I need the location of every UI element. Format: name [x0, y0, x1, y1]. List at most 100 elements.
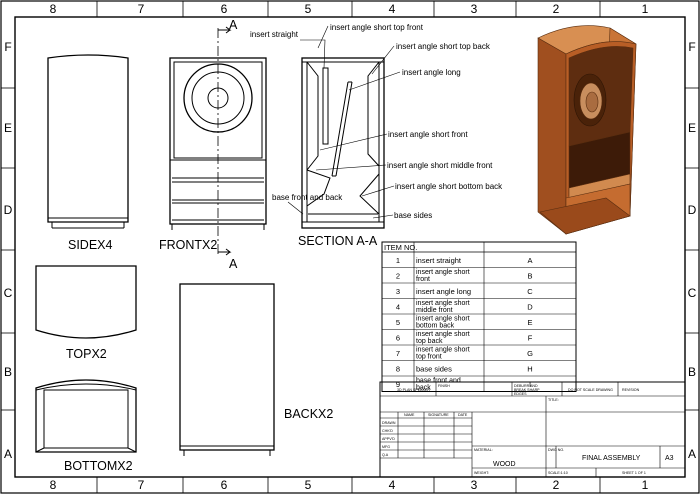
zone-col-3-top: 3: [471, 2, 478, 16]
tb-project: 3D PLAN SPEAKER: [397, 388, 430, 392]
callout-insert-angle-short-front: insert angle short front: [388, 130, 468, 139]
bom-item-code: I: [529, 380, 531, 389]
side-view: [47, 54, 129, 229]
front-view-label: FRONTX2: [159, 238, 217, 252]
tb-role-appvd: APPV'D: [382, 437, 395, 441]
zone-row-C-left: C: [4, 286, 13, 300]
bom-item-desc: top front: [416, 354, 442, 361]
tb-role-mfg: MFG: [382, 445, 390, 449]
zone-col-1-bottom: 1: [642, 478, 649, 492]
bom-item-code: D: [527, 302, 533, 311]
inner-frame: [14, 16, 686, 478]
bom-item-desc: insert angle short: [416, 269, 470, 276]
zone-col-7-top: 7: [138, 2, 145, 16]
bom-header: ITEM NO.: [384, 243, 417, 252]
tb-revision-label: REVISION: [622, 388, 640, 392]
callout-insert-angle-short-top-back: insert angle short top back: [396, 42, 491, 51]
bom-item-no: 8: [396, 364, 400, 373]
top-view-label: TOPX2: [66, 347, 107, 361]
zone-row-A-right: A: [688, 447, 696, 461]
zone-row-B-left: B: [4, 365, 12, 379]
bom-item-desc: base sides: [416, 364, 452, 373]
tb-role-qa: Q.A: [382, 453, 389, 457]
bom-item-desc: bottom back: [416, 323, 455, 330]
bom-item-code: A: [527, 256, 532, 265]
bottom-view: [35, 379, 137, 453]
bom-item-no: 2: [396, 271, 400, 280]
bom-item-code: E: [527, 318, 532, 327]
zone-row-D-right: D: [688, 203, 697, 217]
zone-row-A-left: A: [4, 447, 12, 461]
section-mark-bottom: A: [229, 257, 238, 271]
section-view-label: SECTION A-A: [298, 234, 378, 248]
zone-col-7-bottom: 7: [138, 478, 145, 492]
zone-col-2-top: 2: [553, 2, 560, 16]
zone-row-F-left: F: [4, 40, 11, 54]
tb-sheet: SHEET 1 OF 1: [622, 471, 646, 475]
back-view: [179, 283, 275, 456]
tb-no-scale: DO NOT SCALE DRAWING: [568, 388, 613, 392]
zone-col-5-bottom: 5: [305, 478, 312, 492]
section-mark-top: A: [229, 18, 238, 32]
callout-base-front-and-back: base front and back: [272, 193, 343, 202]
section-view: [301, 57, 385, 229]
zone-row-E-right: E: [688, 121, 696, 135]
tb-deburr-3: EDGES: [514, 392, 527, 396]
bom-item-code: B: [527, 271, 532, 280]
bom-item-code: H: [527, 364, 532, 373]
isometric-view: [537, 25, 637, 235]
tb-drawing-title: FINAL ASSEMBLY: [582, 455, 641, 462]
bom-item-code: F: [528, 333, 533, 342]
tb-role-drawn: DRAWN: [382, 421, 396, 425]
tb-size: A3: [665, 455, 674, 462]
bom-item-desc: insert angle short: [416, 331, 470, 338]
tb-role-chkd: CHK'D: [382, 429, 393, 433]
zone-col-8-top: 8: [50, 2, 57, 16]
top-view: [35, 265, 137, 339]
title-block-text: 3D PLAN SPEAKER FINISH DEBURR AND BREAK …: [382, 384, 674, 475]
bom-item-desc: insert straight: [416, 256, 462, 265]
callout-base-sides: base sides: [394, 211, 432, 220]
bom-item-desc: back: [416, 385, 431, 392]
zone-row-D-left: D: [4, 203, 13, 217]
zone-col-5-top: 5: [305, 2, 312, 16]
zone-row-F-right: F: [688, 40, 695, 54]
tb-material: WOOD: [493, 461, 516, 468]
bom-item-desc: middle front: [416, 307, 453, 314]
zone-col-4-bottom: 4: [389, 478, 396, 492]
back-view-label: BACKX2: [284, 407, 333, 421]
callout-insert-angle-long: insert angle long: [402, 68, 461, 77]
zone-col-4-top: 4: [389, 2, 396, 16]
bom-item-code: C: [527, 287, 533, 296]
zone-col-8-bottom: 8: [50, 478, 57, 492]
section-arrow-top: [218, 26, 232, 34]
bom-item-no: 5: [396, 318, 400, 327]
bom-item-no: 6: [396, 333, 400, 342]
bottom-view-label: BOTTOMX2: [64, 459, 133, 473]
tb-dwg-label: DWG NO.: [548, 448, 564, 452]
tb-col-signature: SIGNATURE: [428, 413, 449, 417]
section-arrow-bottom: [218, 248, 232, 256]
tb-scale: SCALE:1:10: [548, 471, 568, 475]
tb-deburr-1: DEBURR AND: [514, 384, 538, 388]
tb-finish-label: FINISH: [438, 384, 450, 388]
zone-col-6-bottom: 6: [221, 478, 228, 492]
bom-item-desc: base front and: [416, 378, 461, 385]
zone-col-1-top: 1: [642, 2, 649, 16]
bom-item-no: 7: [396, 349, 400, 358]
tb-col-name: NAME: [404, 413, 415, 417]
bom-item-code: G: [527, 349, 533, 358]
title-block: [379, 381, 686, 478]
zone-col-6-top: 6: [221, 2, 228, 16]
callout-insert-straight: insert straight: [250, 30, 299, 39]
zone-row-B-right: B: [688, 365, 696, 379]
bom-item-desc: insert angle short: [416, 316, 470, 323]
callout-insert-angle-short-middle-front: insert angle short middle front: [387, 161, 493, 170]
bom-item-no: 4: [396, 302, 400, 311]
bom-item-desc: top back: [416, 338, 443, 345]
